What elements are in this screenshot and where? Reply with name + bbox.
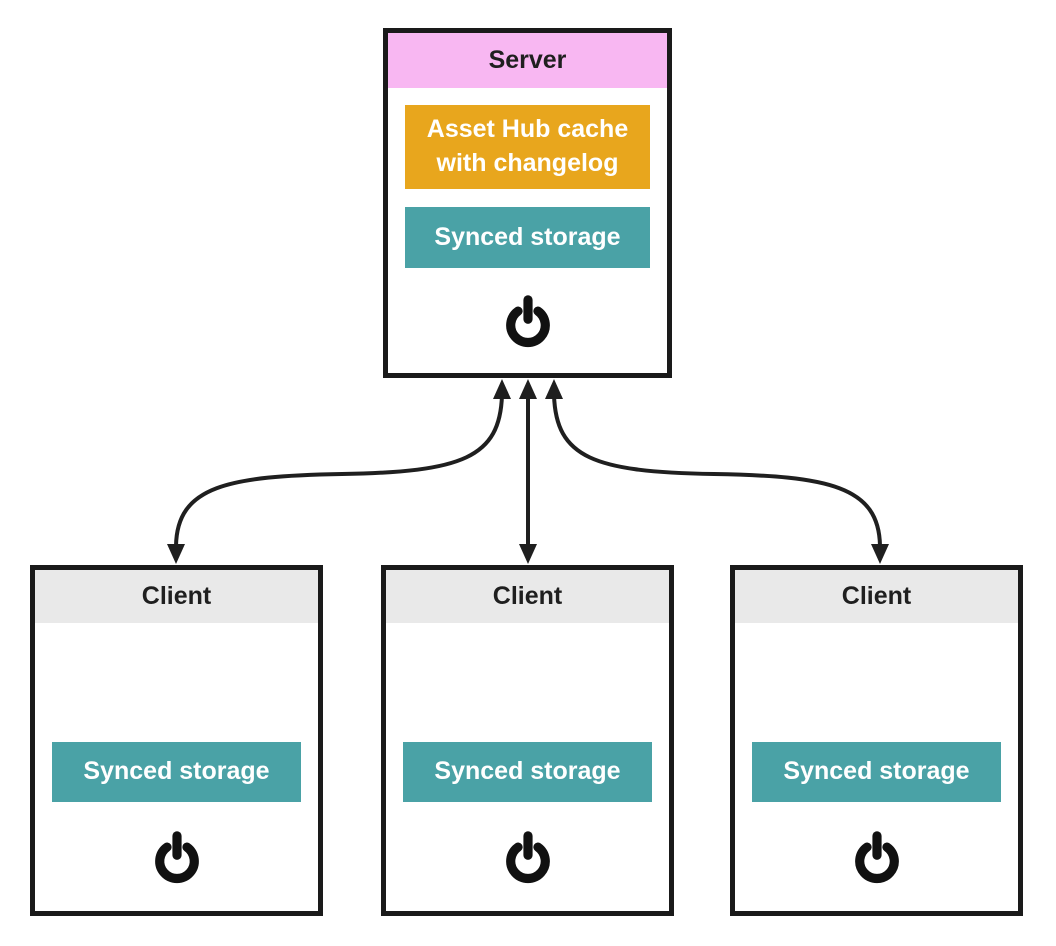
client-synced-storage-block: Synced storage [52, 742, 301, 802]
server-node: Server Asset Hub cache with changelog Sy… [383, 28, 672, 378]
client-node-3: Client Synced storage [730, 565, 1023, 916]
power-icon [151, 831, 203, 885]
sync-arrow-server-client2 [519, 379, 537, 564]
power-icon [851, 831, 903, 885]
server-synced-storage-block: Synced storage [405, 207, 650, 268]
power-icon [502, 831, 554, 885]
client-title: Client [386, 570, 669, 623]
server-title: Server [388, 33, 667, 88]
client-synced-storage-block: Synced storage [403, 742, 652, 802]
asset-hub-cache-block: Asset Hub cache with changelog [405, 105, 650, 189]
client-title: Client [35, 570, 318, 623]
power-icon [502, 295, 554, 349]
client-synced-storage-block: Synced storage [752, 742, 1001, 802]
client-node-2: Client Synced storage [381, 565, 674, 916]
client-title: Client [735, 570, 1018, 623]
client-node-1: Client Synced storage [30, 565, 323, 916]
sync-arrow-server-client1 [167, 379, 511, 564]
sync-arrow-server-client3 [545, 379, 889, 564]
